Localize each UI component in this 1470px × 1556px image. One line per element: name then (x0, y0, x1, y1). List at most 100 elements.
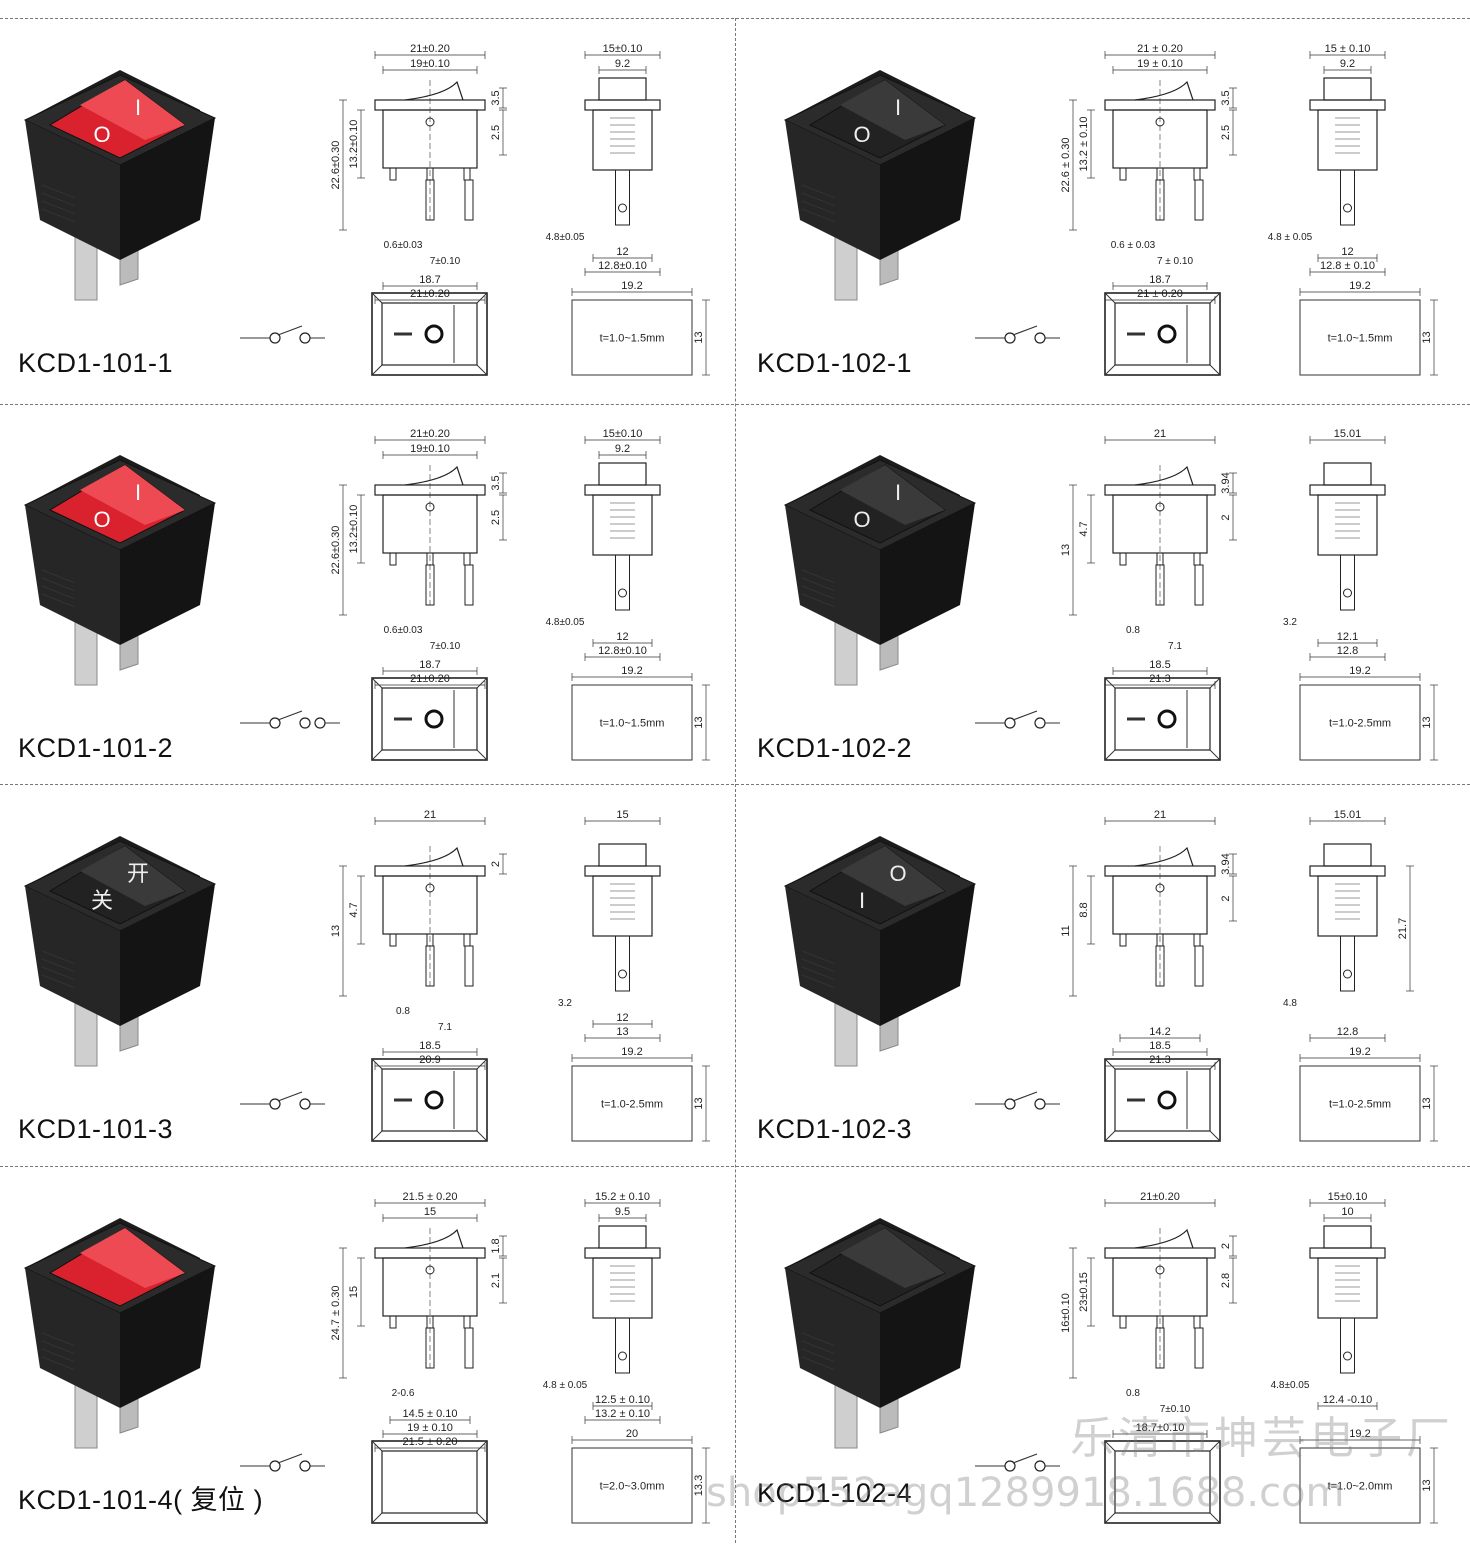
pin-dimension: 0.8 (1126, 1388, 1140, 1399)
terminal (1340, 935, 1355, 992)
terminal-hole (618, 1351, 627, 1361)
width-dimension: 15±0.10 (1328, 1191, 1368, 1203)
drawing-line (41, 1332, 76, 1347)
terminal (464, 1327, 474, 1369)
switch-symbol (975, 1453, 1060, 1472)
height-dimension: 2 (1220, 895, 1232, 901)
pin-stub (1193, 167, 1201, 181)
rocker-legend: O (853, 507, 870, 532)
drawing-line (1209, 1058, 1221, 1070)
switch-symbol (975, 1091, 1060, 1110)
terminal-hole (1343, 1351, 1352, 1361)
width-dimension: 21±0.20 (410, 428, 450, 440)
pin-dimension: 0.8 (396, 1006, 410, 1017)
cutout-outline (1299, 684, 1421, 761)
terminal (615, 1317, 630, 1374)
height-dimension: 3.94 (1220, 472, 1232, 493)
front-face-drawing (371, 1440, 488, 1524)
front-face-drawing (1104, 292, 1221, 376)
spec-drawing: 开关21134.720.87.118.520.9153.2121319.213t… (23, 809, 710, 1142)
terminal (425, 179, 435, 221)
flange-outline (1309, 99, 1386, 111)
height-dimension: 13.2±0.10 (348, 505, 360, 554)
front-face-drawing (371, 292, 488, 376)
cutout-height: 13 (1421, 331, 1433, 343)
pin-dimension: 0.6±0.03 (384, 625, 423, 636)
width-dimension: 21 (1154, 428, 1166, 440)
body-outline (592, 875, 653, 937)
drawing-line (41, 958, 76, 973)
spec-drawing: IO21134.73.9420.87.118.521.315.013.212.1… (783, 428, 1438, 761)
contact (1034, 1098, 1046, 1110)
drawing-line (1209, 1130, 1221, 1142)
width-dimension: 9.2 (1340, 58, 1355, 70)
base-dimension: 21.5 ± 0.20 (403, 1436, 458, 1448)
pivot-hole (425, 117, 435, 127)
drawing-line (801, 1332, 836, 1347)
tab-dimension: 4.8±0.05 (546, 617, 585, 628)
pin-dimension: 2-0.6 (392, 1388, 415, 1399)
contact (269, 1460, 281, 1472)
base-dimension: 12 (616, 246, 628, 258)
rocker-top (598, 843, 647, 867)
switch-symbol (240, 710, 340, 729)
model-number: KCD1-102-4 (757, 1478, 913, 1508)
bezel-outline (371, 1058, 488, 1142)
base-dimension: 18.7 (419, 659, 440, 671)
drawing-line (476, 1130, 488, 1142)
body-outline (1317, 1257, 1378, 1319)
height-dimension: 21.7 (1397, 918, 1409, 939)
drawing-line (1012, 1091, 1038, 1102)
end-view-drawing: 15.013.212.112.8 (1283, 428, 1386, 661)
contact (314, 717, 326, 729)
rocker-profile (404, 80, 464, 101)
contact (269, 717, 281, 729)
rocker-top (598, 462, 647, 486)
drawing-line (41, 966, 76, 981)
rocker-face (381, 1068, 478, 1132)
drawing-line (476, 1058, 488, 1070)
tab-dimension: 3.2 (1283, 617, 1297, 628)
pin-dimension: 0.6 ± 0.03 (1111, 240, 1156, 251)
width-dimension: 9.2 (615, 443, 630, 455)
height-dimension: 3.94 (1220, 853, 1232, 874)
drawing-line (41, 184, 76, 199)
panel-thickness: t=2.0~3.0mm (600, 1481, 665, 1493)
tab-dimension: 3.2 (558, 998, 572, 1009)
base-dimension: 18.5 (1149, 659, 1170, 671)
o-mark (424, 1090, 444, 1110)
height-dimension: 2 (1220, 514, 1232, 520)
drawing-line (41, 569, 76, 584)
front-face-drawing (1104, 677, 1221, 761)
drawing-line (371, 292, 383, 304)
height-dimension: 15 (348, 1286, 360, 1298)
base-dimension: 14.2 (1149, 1026, 1170, 1038)
height-dimension: 1.8 (490, 1238, 502, 1253)
terminal (1155, 1327, 1165, 1369)
base-dimension: 12 (1341, 246, 1353, 258)
rocker-top (1323, 462, 1372, 486)
pin-dimension: 7.1 (438, 1022, 452, 1033)
pin-dimension: 7.1 (1168, 641, 1182, 652)
rocker-profile (404, 465, 464, 486)
flange-outline (584, 99, 661, 111)
contact (299, 1098, 311, 1110)
drawing-line (801, 577, 836, 592)
bezel-outline (1104, 292, 1221, 376)
contact (269, 1098, 281, 1110)
pin-stub (1193, 552, 1201, 566)
drawing-line (801, 569, 836, 584)
end-view-drawing: 15.014.821.712.8 (1283, 809, 1414, 1042)
base-dimension: 12.4 -0.10 (1323, 1394, 1373, 1406)
rocker-top (598, 77, 647, 101)
base-dimension: 18.7 (419, 274, 440, 286)
drawing-line (371, 677, 383, 689)
cutout-outline (571, 684, 693, 761)
o-mark (424, 324, 444, 344)
drawing-line (801, 950, 836, 965)
